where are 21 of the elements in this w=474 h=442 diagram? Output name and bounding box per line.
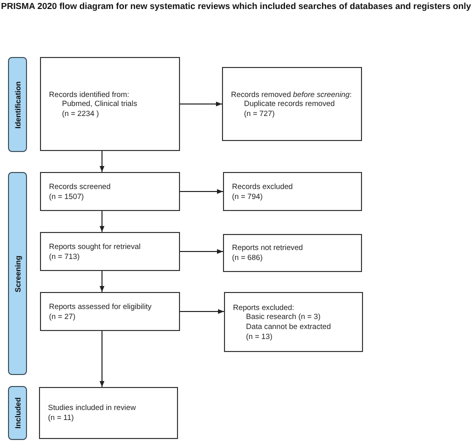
arrow xyxy=(180,102,222,106)
process-box xyxy=(223,172,362,211)
process-box xyxy=(222,67,362,141)
arrow xyxy=(100,150,104,172)
diagram-title: PRISMA 2020 flow diagram for new systematic reviews which included searches of databases and registers only xyxy=(1,1,471,11)
arrow xyxy=(180,189,224,194)
process-box xyxy=(39,387,178,439)
arrow xyxy=(100,210,104,232)
arrow xyxy=(100,330,104,388)
process-box xyxy=(40,172,180,211)
arrow xyxy=(180,249,224,254)
stage-band xyxy=(8,57,27,152)
arrow xyxy=(180,309,224,314)
process-box xyxy=(224,292,363,352)
process-box xyxy=(223,234,362,272)
process-box xyxy=(40,57,180,151)
stage-band xyxy=(8,386,27,440)
process-box xyxy=(40,292,180,331)
process-box xyxy=(40,232,180,271)
arrow xyxy=(100,270,104,292)
stage-band xyxy=(8,172,27,375)
